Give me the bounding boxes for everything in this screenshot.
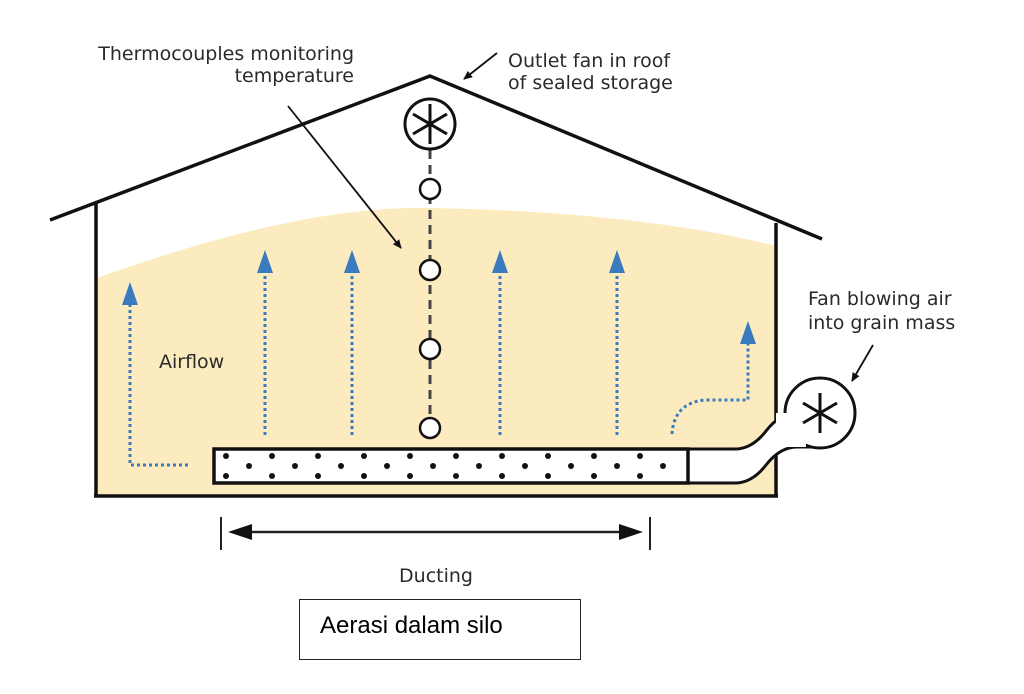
inlet-fan-pointer xyxy=(851,344,874,382)
outlet-fan-label: Outlet fan in roof xyxy=(508,50,671,72)
duct-perforation xyxy=(591,453,597,459)
duct-perforation xyxy=(269,453,275,459)
duct-perforation xyxy=(522,463,528,469)
duct-perforation xyxy=(637,473,643,479)
duct-perforation xyxy=(545,453,551,459)
duct-perforation xyxy=(545,473,551,479)
inlet-fan-label: Fan blowing air xyxy=(808,288,952,310)
duct-perforation xyxy=(315,453,321,459)
duct-perforation xyxy=(453,453,459,459)
duct-perforation xyxy=(568,463,574,469)
outlet-fan-pointer xyxy=(463,52,498,80)
thermocouple-sensor xyxy=(418,177,442,201)
duct-perforation xyxy=(361,453,367,459)
airflow-arrow xyxy=(670,343,750,435)
duct-perforation xyxy=(614,463,620,469)
outlet-fan xyxy=(403,97,457,151)
ducting-dimension xyxy=(220,517,651,550)
duct-perforation xyxy=(384,463,390,469)
duct-perforation xyxy=(246,463,252,469)
duct-perforation xyxy=(407,453,413,459)
thermocouples xyxy=(418,177,442,440)
duct-perforation xyxy=(430,463,436,469)
duct-perforation xyxy=(453,473,459,479)
outlet-fan-label-2: of sealed storage xyxy=(508,72,673,94)
thermocouple-sensor xyxy=(418,258,442,282)
caption-text: Aerasi dalam silo xyxy=(320,612,503,639)
thermocouple-sensor xyxy=(418,337,442,361)
duct-perforation xyxy=(407,473,413,479)
thermocouple-pointer xyxy=(287,105,402,249)
inlet-fan-label-2: into grain mass xyxy=(808,312,955,334)
duct-perforation xyxy=(361,473,367,479)
duct-perforation xyxy=(499,473,505,479)
inlet-fan xyxy=(776,376,857,450)
duct-perforation xyxy=(315,473,321,479)
duct-perforation xyxy=(223,473,229,479)
duct-perforation xyxy=(223,453,229,459)
duct-perforation xyxy=(660,463,666,469)
duct-perforation xyxy=(292,463,298,469)
caption-box: Aerasi dalam silo xyxy=(299,599,581,660)
duct-perforation xyxy=(338,463,344,469)
airflow-arrow xyxy=(128,305,188,467)
duct-perforation xyxy=(637,453,643,459)
thermocouple-sensor xyxy=(418,416,442,440)
duct-perforation xyxy=(591,473,597,479)
ducting-label: Ducting xyxy=(399,565,473,587)
airflow-label: Airflow xyxy=(159,351,224,373)
duct-perforation xyxy=(269,473,275,479)
thermocouples-label: Thermocouples monitoring xyxy=(97,43,354,65)
duct-perforation xyxy=(476,463,482,469)
airflow-arrows xyxy=(128,272,750,467)
airflow-arrowheads xyxy=(122,250,756,344)
thermocouples-label-2: temperature xyxy=(235,65,354,87)
duct-perforation xyxy=(499,453,505,459)
